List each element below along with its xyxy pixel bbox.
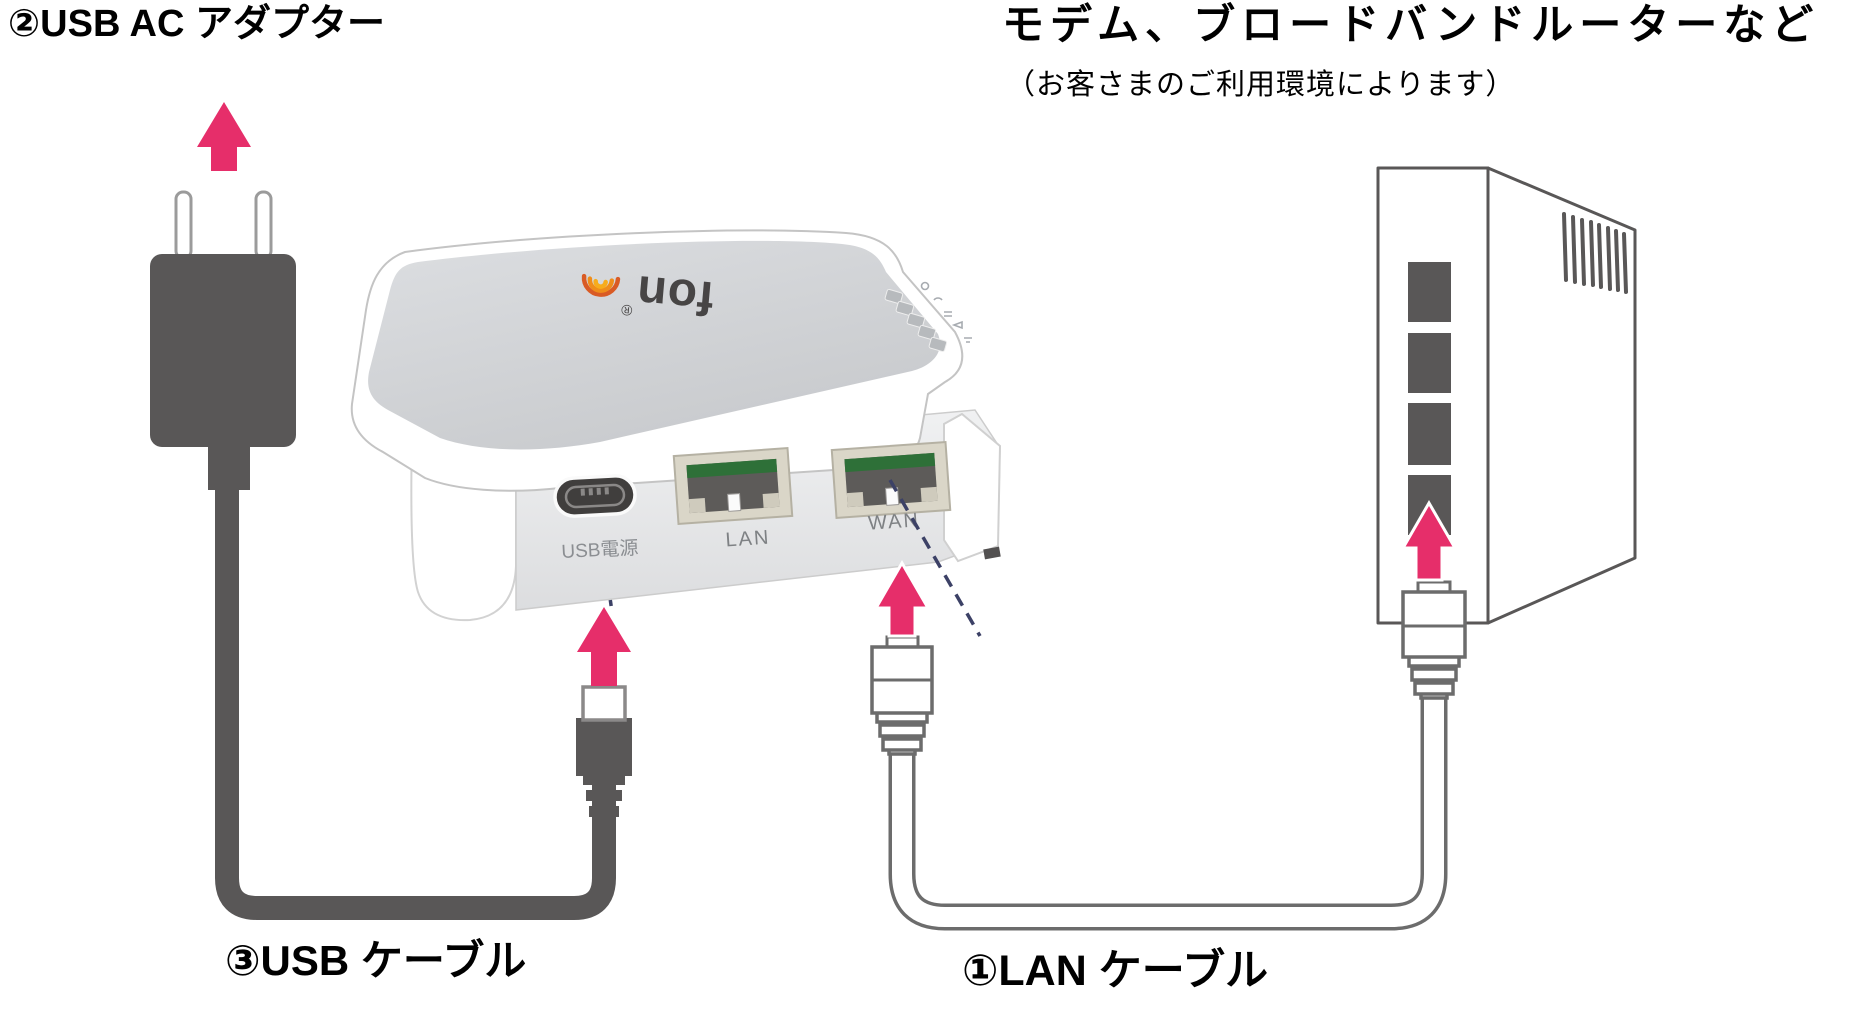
modem-side-face xyxy=(1486,166,1637,625)
arrow-up-icon xyxy=(873,560,931,638)
router-foot-pad xyxy=(983,546,1001,560)
usb-connector-rib xyxy=(583,774,625,785)
lan-port-label: LAN xyxy=(725,526,771,551)
lan-port xyxy=(672,447,794,525)
usb-power-port xyxy=(553,474,637,518)
modem-port xyxy=(1408,262,1451,322)
label-usb-ac-adapter: ②USB AC アダプター xyxy=(8,3,385,45)
label-lan-cable: ①LAN ケーブル xyxy=(962,947,1269,995)
led-icons xyxy=(920,281,972,343)
usb-connector-rib xyxy=(586,790,622,801)
modem-port xyxy=(1408,403,1451,465)
usb-cable xyxy=(215,484,632,920)
lan-cable-core xyxy=(892,690,1444,927)
arrow-up-icon xyxy=(577,607,631,686)
adapter-prong-right xyxy=(254,190,273,260)
usb-cable-run xyxy=(215,484,616,920)
usb-power-port-label: USB電源 xyxy=(561,537,639,563)
arrow-up-icon xyxy=(1400,500,1458,582)
modem-vents xyxy=(1562,212,1628,294)
modem-device xyxy=(1376,166,1637,625)
adapter-usb-socket xyxy=(208,445,250,490)
rj45-connector-modem xyxy=(1401,580,1467,700)
arrow-up-icon xyxy=(197,102,251,171)
wan-port-label: WAN xyxy=(867,509,920,535)
adapter-prong-left xyxy=(174,190,193,260)
ac-adapter xyxy=(150,102,296,490)
usb-plug-tip xyxy=(581,685,627,722)
rj45-connector-wan xyxy=(870,635,934,756)
label-usb-cable: ③USB ケーブル xyxy=(225,937,527,984)
label-modem-note: （お客さまのご利用環境によります） xyxy=(1006,69,1516,101)
registered-mark: ® xyxy=(621,301,634,319)
guide-line-wan xyxy=(888,479,982,637)
fon-logo-text: fon xyxy=(634,265,716,325)
fon-logo: fon ® xyxy=(581,265,716,325)
router-right-foot xyxy=(943,412,1002,563)
usb-connector-body xyxy=(576,718,632,776)
router-device: fon ® xyxy=(350,229,1002,622)
wan-port xyxy=(830,441,952,519)
label-modem-title: モデム、ブロードバンドルーターなど xyxy=(1002,1,1820,48)
lan-cable-outline xyxy=(888,690,1448,931)
adapter-body xyxy=(150,254,296,447)
fon-flame-icon xyxy=(581,273,621,297)
modem-port xyxy=(1408,333,1451,393)
lan-cable xyxy=(870,500,1467,931)
status-leds xyxy=(884,281,972,352)
usb-connector-rib xyxy=(589,806,619,817)
router-top-face xyxy=(368,240,940,450)
